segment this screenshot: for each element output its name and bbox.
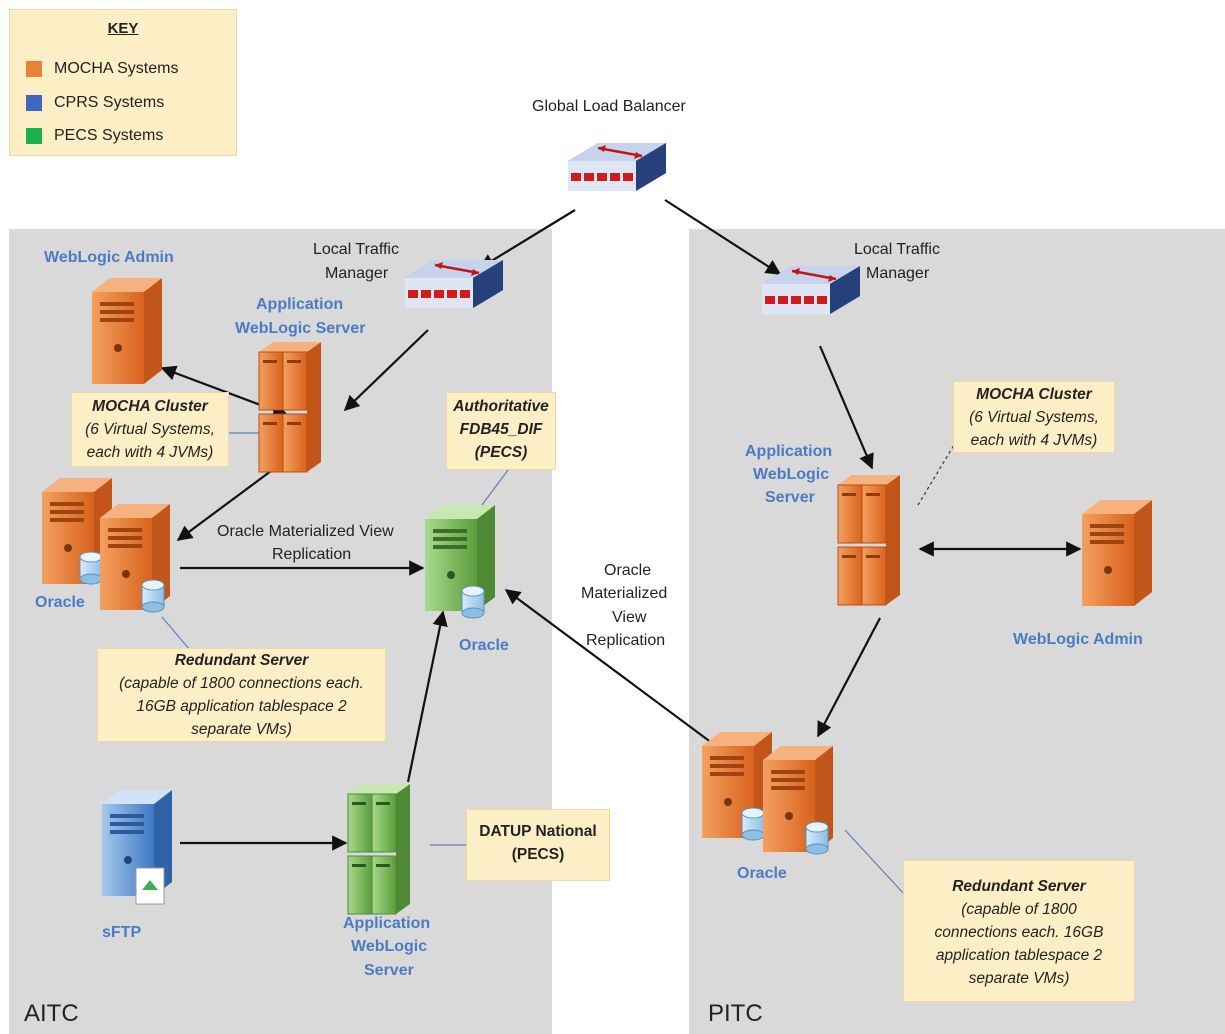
pitc-ltm-label-1: Local Traffic — [854, 241, 940, 258]
callout-pitc-redundant — [844, 829, 906, 896]
datup-note-line2: (PECS) — [511, 846, 565, 863]
aitc-cluster-note-line1: (6 Virtual Systems, — [85, 421, 215, 438]
legend: KEY MOCHA Systems CPRS Systems PECS Syst… — [9, 9, 237, 156]
aitc-cluster-note-title: MOCHA Cluster — [92, 398, 208, 415]
pitc-label: PITC — [708, 1000, 763, 1027]
arrow-glb-to-aitc-ltm — [478, 209, 576, 269]
pitc-redundant-line2: connections each. 16GB — [934, 924, 1104, 941]
pitc-db-icon-back — [741, 807, 765, 841]
central-replication-label-3: View — [612, 609, 647, 626]
legend-swatch-cprs — [26, 95, 42, 111]
pitc-weblogic-admin-server-icon[interactable] — [1082, 500, 1152, 606]
aitc-redundant-line3: separate VMs) — [191, 721, 292, 738]
pitc-redundant-line1: (capable of 1800 — [961, 901, 1077, 918]
pitc-redundant-title: Redundant Server — [952, 878, 1086, 895]
legend-label-mocha: MOCHA Systems — [54, 60, 179, 77]
pitc-app-label-1: Application — [745, 443, 833, 460]
legend-title: KEY — [107, 20, 139, 37]
aitc-redundant-line1: (capable of 1800 connections each. — [119, 675, 364, 692]
aitc-replication-label-2: Replication — [272, 546, 352, 563]
aitc-redundant-note: Redundant Server (capable of 1800 connec… — [97, 648, 386, 742]
pitc-ltm-icon[interactable] — [760, 264, 862, 316]
auth-note-line1: Authoritative — [453, 398, 549, 415]
pecs-app-label-1: Application — [343, 915, 431, 932]
pitc-oracle-label: Oracle — [737, 865, 787, 882]
callout-aitc-redundant — [161, 616, 191, 651]
central-replication-label-4: Replication — [586, 632, 666, 649]
pecs-app-label-2: WebLogic — [351, 938, 428, 955]
pecs-app-label-3: Server — [364, 962, 414, 979]
pitc-redundant-line3: application tablespace 2 — [935, 947, 1103, 964]
legend-swatch-mocha — [26, 61, 42, 77]
aitc-app-cluster-icon[interactable] — [258, 341, 322, 473]
aitc-redundant-line2: 16GB application tablespace 2 — [136, 698, 347, 715]
aitc-app-label-2: WebLogic Server — [235, 320, 366, 337]
central-replication-label-1: Oracle — [604, 562, 652, 579]
legend-label-cprs: CPRS Systems — [54, 94, 165, 111]
aitc-cluster-note: MOCHA Cluster (6 Virtual Systems, each w… — [71, 392, 229, 467]
sftp-label: sFTP — [102, 924, 142, 941]
global-load-balancer-icon[interactable] — [566, 141, 668, 193]
pitc-redundant-note: Redundant Server (capable of 1800 connec… — [903, 860, 1135, 1002]
legend-item-cprs: CPRS Systems — [26, 94, 164, 112]
global-lb-label: Global Load Balancer — [532, 98, 686, 115]
aitc-replication-label-1: Oracle Materialized View — [217, 523, 394, 540]
aitc-ltm-label-1: Local Traffic — [313, 241, 399, 258]
aitc-redundant-title: Redundant Server — [174, 652, 309, 669]
callout-auth — [481, 469, 509, 506]
aitc-cluster-note-line2: each with 4 JVMs) — [86, 444, 214, 461]
legend-item-pecs: PECS Systems — [26, 127, 163, 145]
arrow-pitc-ltm-to-app — [818, 345, 874, 470]
pitc-redundant-line4: separate VMs) — [968, 970, 1070, 987]
aitc-db-icon — [141, 579, 165, 613]
aitc-app-label-1: Application — [256, 296, 344, 313]
pitc-cluster-note-line1: (6 Virtual Systems, — [969, 409, 1099, 426]
aitc-ltm-icon[interactable] — [403, 258, 505, 310]
aitc-weblogic-admin-label: WebLogic Admin — [44, 249, 174, 266]
arrow-aitc-app-to-oracle — [176, 467, 276, 541]
central-db-icon — [461, 585, 485, 619]
pitc-weblogic-admin-label: WebLogic Admin — [1013, 631, 1143, 648]
legend-label-pecs: PECS Systems — [54, 127, 164, 144]
datup-note: DATUP National (PECS) — [466, 809, 610, 881]
arrow-pecs-app-to-central — [406, 610, 448, 783]
central-oracle-label: Oracle — [459, 637, 509, 654]
pitc-ltm-label-2: Manager — [866, 265, 930, 282]
auth-note-line2: FDB45_DIF — [459, 421, 543, 438]
pitc-db-icon — [805, 821, 829, 855]
pitc-app-label-2: WebLogic — [753, 466, 830, 483]
legend-item-mocha: MOCHA Systems — [26, 60, 178, 78]
aitc-db-icon-back — [79, 551, 103, 585]
pitc-cluster-note-title: MOCHA Cluster — [976, 386, 1092, 403]
datup-note-line1: DATUP National — [479, 823, 597, 840]
aitc-weblogic-admin-server-icon[interactable] — [92, 278, 162, 384]
aitc-ltm-label-2: Manager — [325, 265, 389, 282]
pitc-cluster-note-line2: each with 4 JVMs) — [970, 432, 1098, 449]
arrow-aitc-ltm-to-app — [343, 329, 429, 412]
aitc-oracle-label: Oracle — [35, 594, 85, 611]
pitc-app-label-3: Server — [765, 489, 815, 506]
aitc-label: AITC — [24, 1000, 79, 1027]
central-replication-label-2: Materialized — [581, 585, 668, 602]
pecs-app-cluster-icon[interactable] — [347, 783, 411, 915]
legend-swatch-pecs — [26, 128, 42, 144]
arrow-pitc-app-to-oracle — [817, 617, 881, 738]
sftp-file-icon — [135, 867, 165, 905]
auth-note-line3: (PECS) — [474, 444, 528, 461]
pitc-cluster-note: MOCHA Cluster (6 Virtual Systems, each w… — [953, 381, 1115, 453]
auth-note: Authoritative FDB45_DIF (PECS) — [446, 392, 556, 470]
pitc-app-cluster-icon[interactable] — [837, 474, 901, 606]
arrow-pitc-oracle-to-central — [504, 589, 713, 744]
arrow-glb-to-pitc-ltm — [664, 199, 782, 275]
